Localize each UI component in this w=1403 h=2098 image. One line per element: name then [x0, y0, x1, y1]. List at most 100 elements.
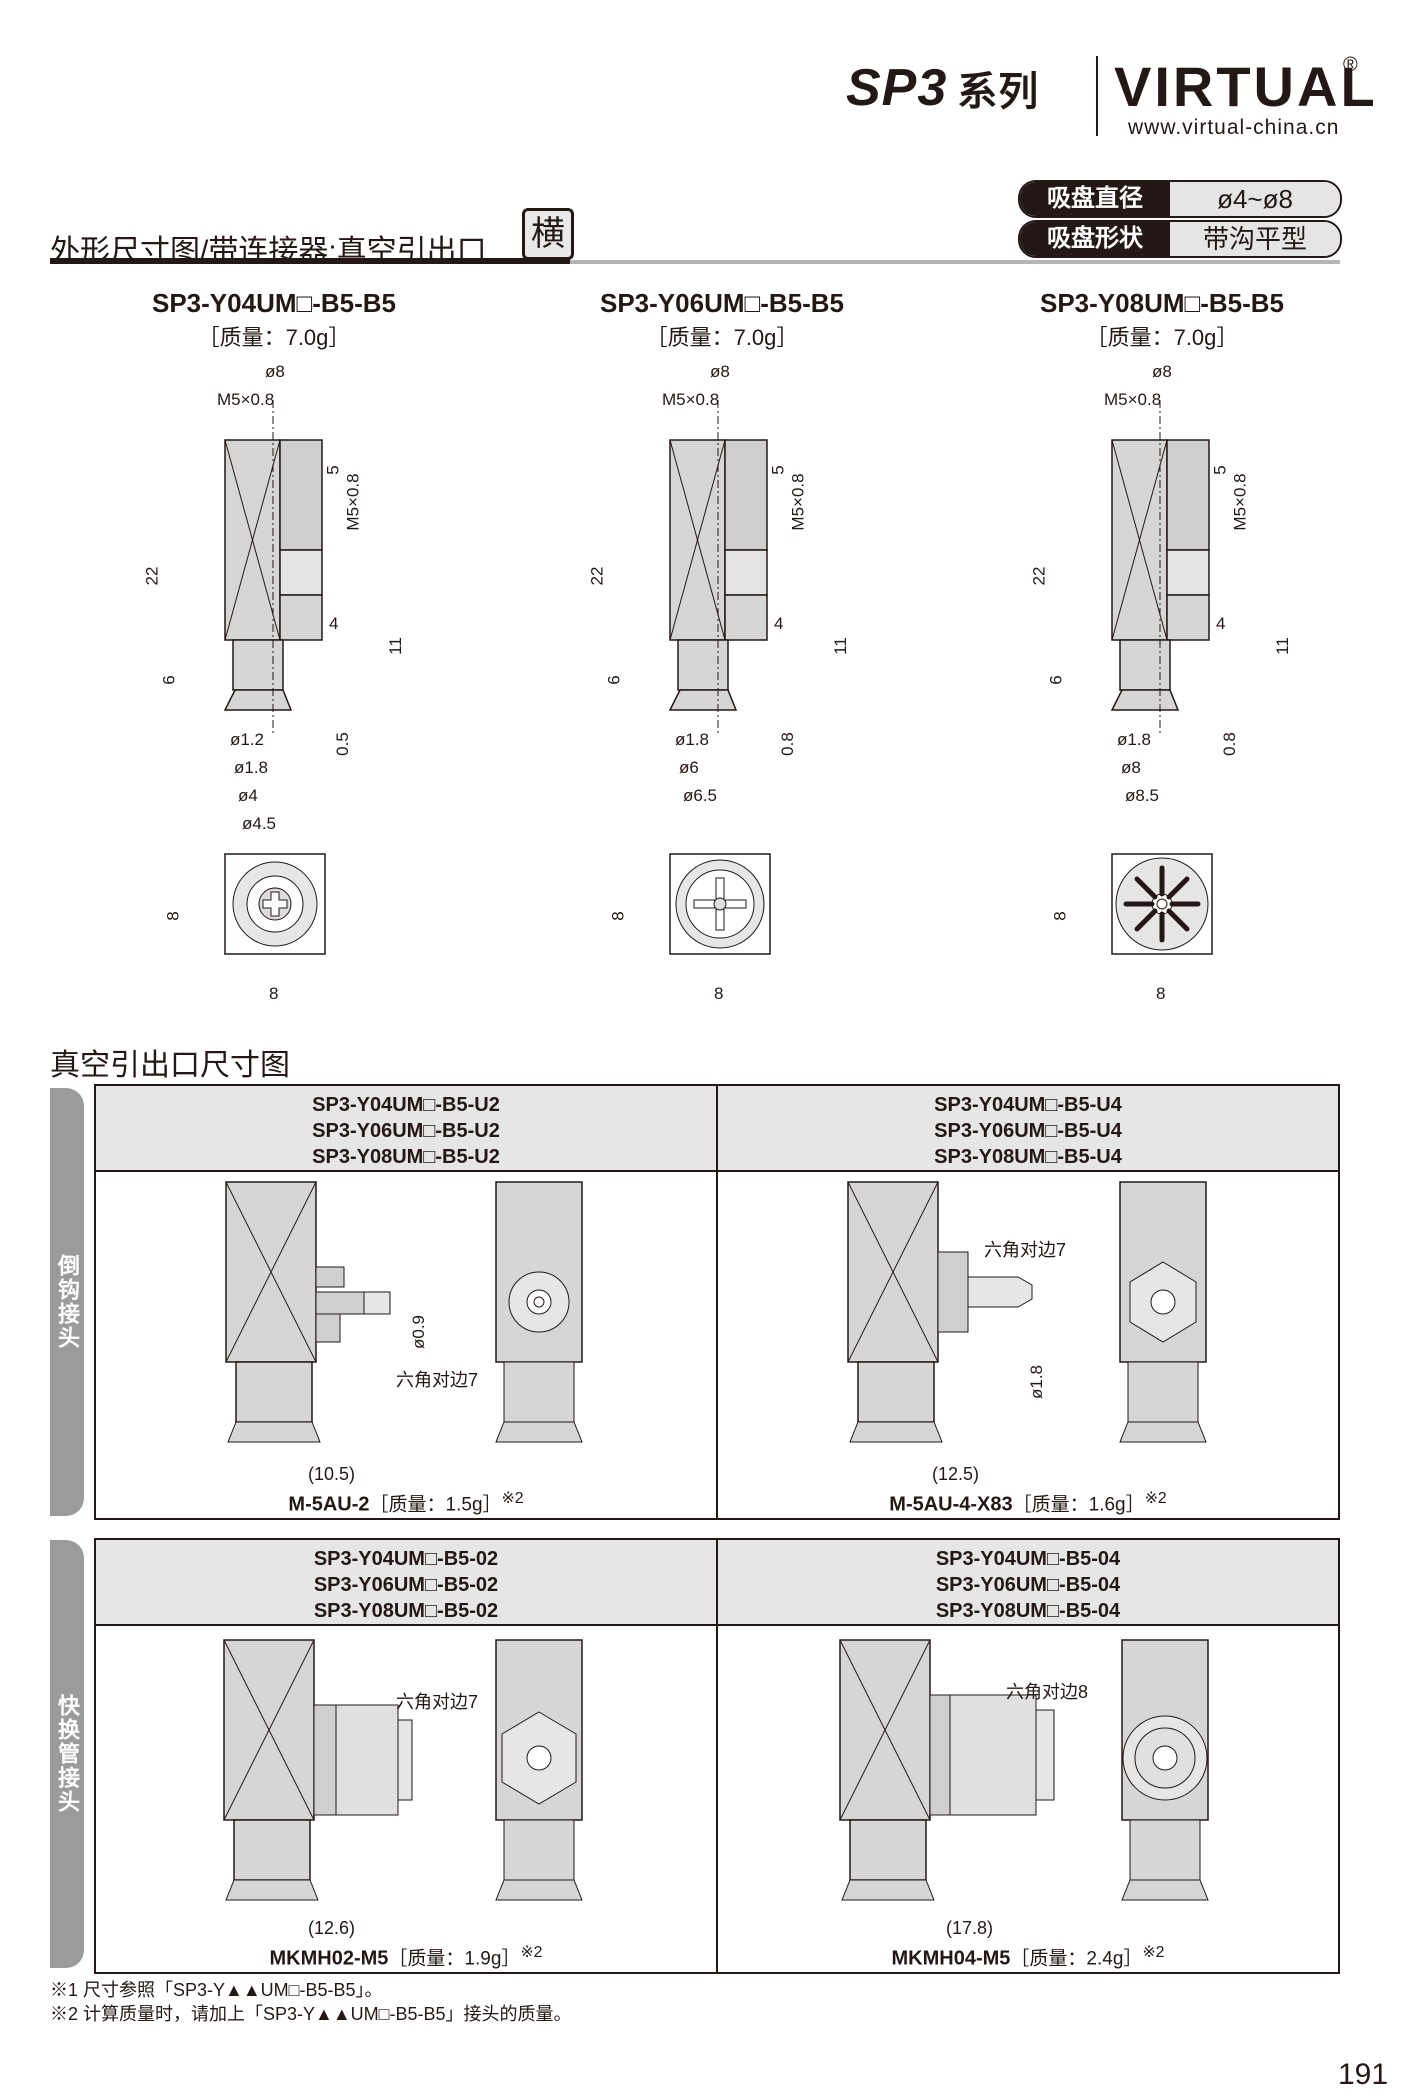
spec-key: 吸盘形状	[1020, 222, 1170, 256]
page-number: 191	[1338, 2058, 1389, 2091]
model-code: SP3-Y04UM□-B5-04	[935, 1548, 1121, 1570]
model-name: SP3-Y04UM□-B5-B5	[152, 288, 396, 318]
barb-side-1	[495, 1181, 583, 1443]
dim-bottom-width: 8	[1156, 984, 1166, 1003]
spec-value: 带沟平型	[1170, 222, 1340, 256]
quick-side-2	[1121, 1639, 1209, 1901]
model-code: SP3-Y08UM□-B5-U2	[312, 1146, 500, 1168]
dim-thread: M5×0.8	[1104, 390, 1162, 409]
dim-diameter: ø4.5	[242, 814, 277, 833]
dim-side-thread: M5×0.8	[1230, 473, 1250, 531]
quick-drawings	[223, 1639, 1209, 1901]
dim-length: (12.6)	[308, 1918, 356, 1938]
dim-length: (17.8)	[946, 1918, 994, 1938]
quick-front-1	[223, 1639, 413, 1901]
dim-length: (12.5)	[932, 1464, 980, 1484]
dim-height-4: 4	[1216, 614, 1226, 633]
dim-total-height: 22	[587, 566, 607, 586]
dim-side-thread: M5×0.8	[788, 473, 808, 531]
dim-bottom-width: 8	[714, 984, 724, 1003]
dim-gap: 0.8	[1219, 732, 1239, 756]
dim-top-diameter: ø8	[1152, 362, 1172, 381]
dim-height-5: 5	[1210, 465, 1230, 475]
part-caption: M-5AU-4-X83［质量：1.6g］※2	[889, 1490, 1167, 1516]
dim-height-11: 11	[830, 637, 850, 655]
barb-fitting-table: SP3-Y04UM□-B5-U2 SP3-Y06UM□-B5-U2 SP3-Y0…	[94, 1084, 1340, 1520]
dim-diameter: ø8.5	[1125, 786, 1160, 805]
dim-length: (10.5)	[308, 1464, 356, 1484]
model-code: SP3-Y04UM□-B5-U2	[312, 1094, 500, 1116]
drawing-model-1	[224, 399, 323, 736]
hex-label: 六角对边8	[1006, 1682, 1089, 1702]
dim-height-6: 6	[1046, 675, 1066, 685]
bottom-view-1	[224, 853, 326, 955]
model-code: SP3-Y04UM□-B5-02	[313, 1548, 499, 1570]
dim-diameter: ø1.2	[230, 730, 265, 749]
header-divider	[1096, 56, 1098, 136]
dim-diameter: ø1.8	[675, 730, 710, 749]
quick-side-1	[495, 1639, 583, 1901]
dim-diameter: ø0.9	[409, 1314, 429, 1350]
cell-header: SP3-Y04UM□-B5-U2 SP3-Y06UM□-B5-U2 SP3-Y0…	[96, 1086, 716, 1172]
spec-value: ø4~ø8	[1170, 182, 1340, 216]
bottom-view-3	[1111, 853, 1213, 955]
dim-diameter: ø6.5	[683, 786, 718, 805]
dim-side-thread: M5×0.8	[343, 473, 363, 531]
model-name: SP3-Y06UM□-B5-B5	[600, 288, 844, 318]
dim-diameter: ø1.8	[1117, 730, 1152, 749]
model-name: SP3-Y08UM□-B5-B5	[1040, 288, 1284, 318]
part-caption: M-5AU-2［质量：1.5g］※2	[288, 1490, 524, 1516]
dim-diameter: ø6	[679, 758, 699, 777]
dim-top-diameter: ø8	[265, 362, 285, 381]
model-code: SP3-Y08UM□-B5-U4	[934, 1146, 1122, 1168]
dim-total-height: 22	[1029, 566, 1049, 586]
dim-thread: M5×0.8	[662, 390, 720, 409]
dim-thread: M5×0.8	[217, 390, 275, 409]
title-underline	[50, 258, 570, 264]
model-code: SP3-Y06UM□-B5-U2	[312, 1120, 500, 1142]
dim-diameter: ø8	[1121, 758, 1141, 777]
footnote-1: ※1 尺寸参照「SP3-Y▲▲UM□-B5-B5」。	[50, 1980, 383, 2000]
dim-height-5: 5	[768, 465, 788, 475]
dim-diameter: ø1.8	[1027, 1364, 1047, 1400]
model-code: SP3-Y08UM□-B5-04	[935, 1600, 1121, 1622]
dim-bottom-width: 8	[269, 984, 279, 1003]
brand-url: www.virtual-china.cn	[1128, 116, 1340, 139]
cell-header: SP3-Y04UM□-B5-U4 SP3-Y06UM□-B5-U4 SP3-Y0…	[718, 1086, 1338, 1172]
dim-diameter: ø4	[238, 786, 258, 805]
bottom-view-2	[669, 853, 771, 955]
barb-front-2	[847, 1181, 1033, 1443]
spec-key: 吸盘直径	[1020, 182, 1170, 216]
barb-drawings	[225, 1181, 1207, 1443]
model-mass: ［质量：7.0g］	[1085, 325, 1239, 350]
dim-height-6: 6	[159, 675, 179, 685]
quick-front-2	[839, 1639, 1055, 1901]
model-mass: ［质量：7.0g］	[197, 325, 351, 350]
bottom-views	[224, 853, 1213, 955]
model-code: SP3-Y06UM□-B5-U4	[934, 1120, 1122, 1142]
title-underline-gray	[570, 260, 1340, 264]
dim-height-6: 6	[604, 675, 624, 685]
table-divider	[716, 1086, 718, 1518]
spec-diameter: 吸盘直径 ø4~ø8	[1018, 180, 1342, 218]
section-title: 真空引出口尺寸图	[50, 1049, 290, 1082]
spec-shape: 吸盘形状 带沟平型	[1018, 220, 1342, 258]
dim-total-height: 22	[142, 566, 162, 586]
model-code: SP3-Y06UM□-B5-02	[313, 1574, 499, 1596]
table-divider	[716, 1540, 718, 1972]
dim-height-11: 11	[1272, 637, 1292, 655]
dim-top-diameter: ø8	[710, 362, 730, 381]
drawing-model-2	[669, 399, 768, 736]
model-code: SP3-Y08UM□-B5-02	[313, 1600, 499, 1622]
hex-label: 六角对边7	[984, 1240, 1067, 1260]
dim-gap: 0.5	[332, 732, 352, 756]
registered-mark: ®	[1343, 54, 1358, 76]
quick-fitting-table: SP3-Y04UM□-B5-02 SP3-Y06UM□-B5-02 SP3-Y0…	[94, 1538, 1340, 1974]
barb-front-1	[225, 1181, 391, 1443]
cell-header: SP3-Y04UM□-B5-04 SP3-Y06UM□-B5-04 SP3-Y0…	[718, 1540, 1338, 1626]
cell-header: SP3-Y04UM□-B5-02 SP3-Y06UM□-B5-02 SP3-Y0…	[96, 1540, 716, 1626]
drawing-model-3	[1111, 399, 1210, 736]
brand-logo: VIRTUAL	[1114, 55, 1378, 118]
hex-label: 六角对边7	[396, 1370, 479, 1390]
